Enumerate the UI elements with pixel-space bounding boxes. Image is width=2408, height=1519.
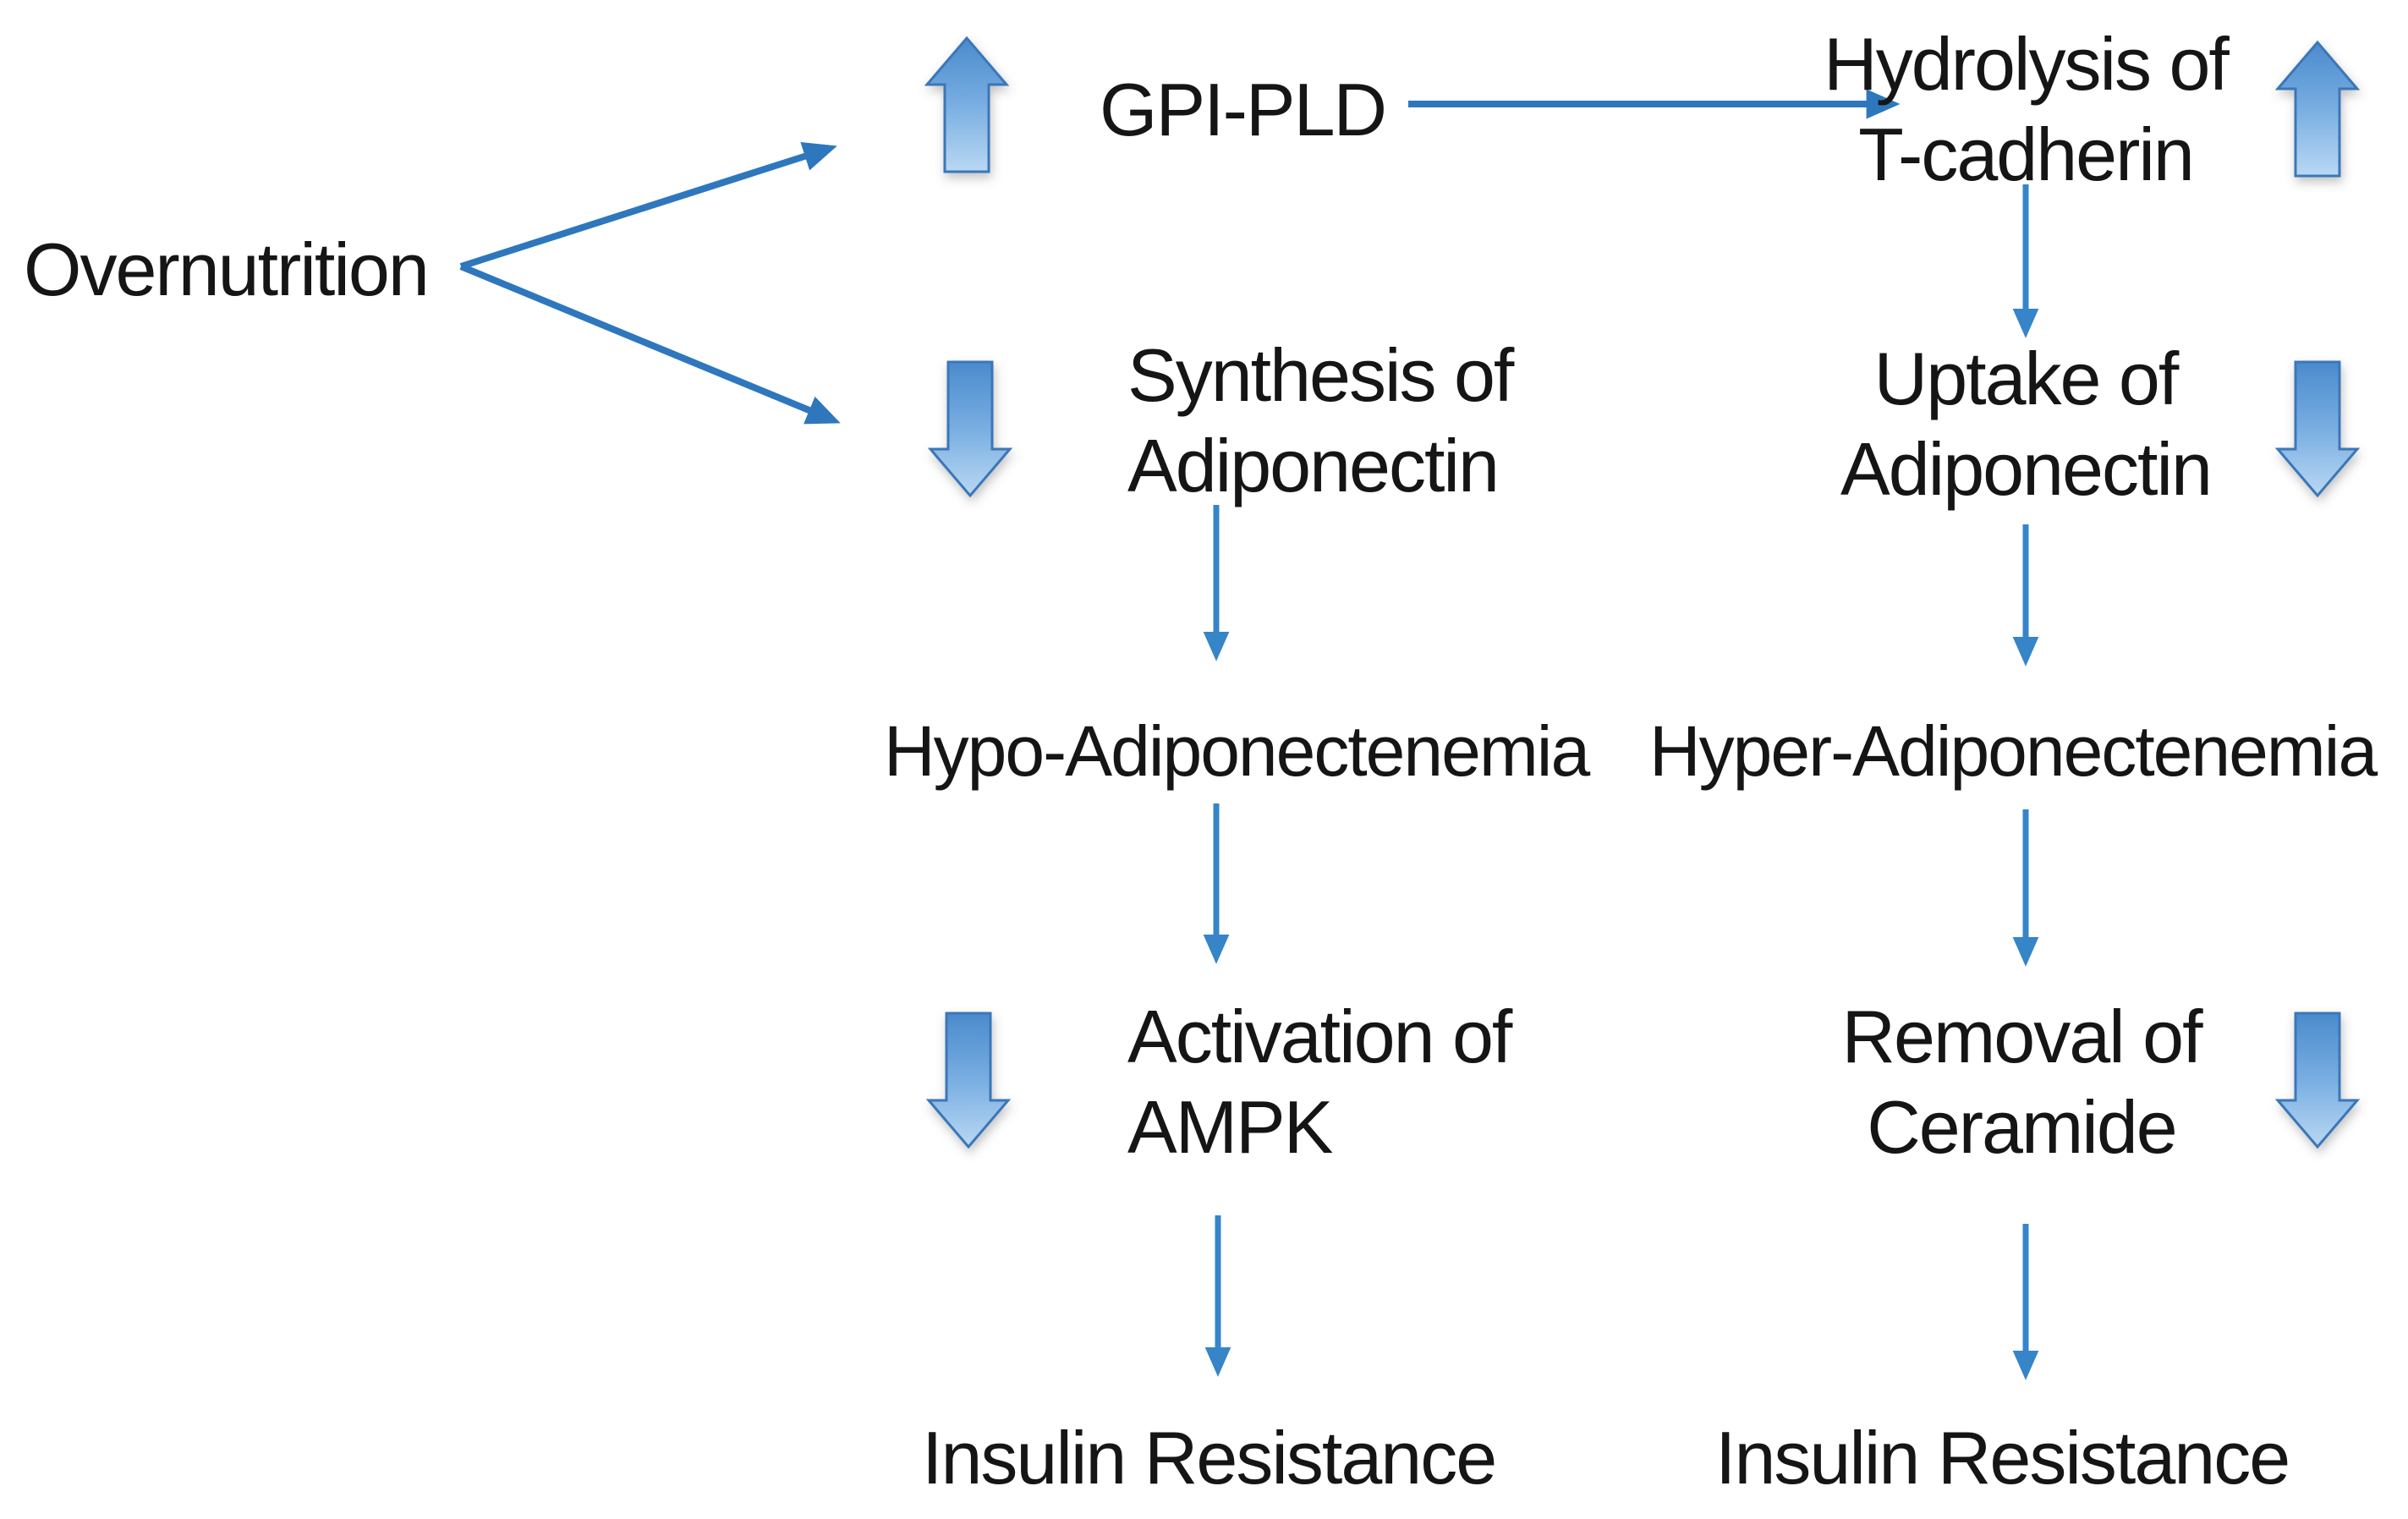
activation-line2: AMPK — [1127, 1085, 1333, 1169]
hydrolysis-line1: Hydrolysis of — [1824, 22, 2230, 106]
activation-line1: Activation of — [1127, 995, 1512, 1078]
uptake-line2: Adiponectin — [1840, 427, 2213, 511]
decrease-arrow-icon — [2274, 1012, 2361, 1149]
increase-arrow-icon — [2274, 40, 2361, 178]
uptake-adiponectin-label: Uptake of Adiponectin — [1835, 333, 2216, 514]
hydrolysis-t-cadherin-label: Hydrolysis of T-cadherin — [1818, 19, 2233, 200]
uptake-line1: Uptake of — [1873, 337, 2180, 420]
hypo-adiponectenemia-label: Hypo-Adiponectenemia — [884, 711, 1590, 791]
synthesis-line1: Synthesis of — [1127, 333, 1514, 417]
decrease-arrow-icon — [925, 1012, 1012, 1149]
removal-line1: Removal of — [1841, 995, 2202, 1078]
decrease-arrow-icon — [927, 360, 1013, 498]
removal-ceramide-label: Removal of Ceramide — [1831, 991, 2212, 1172]
edge-overnutrition-to-synthesis — [459, 263, 841, 425]
insulin-resistance-right-label: Insulin Resistance — [1715, 1416, 2290, 1500]
edge-overnutrition-to-gpi-pld — [459, 141, 837, 270]
hydrolysis-line2: T-cadherin — [1858, 112, 2195, 196]
increase-arrow-icon — [924, 36, 1010, 173]
gpi-pld-label: GPI-PLD — [1100, 68, 1387, 151]
activation-ampk-label: Activation of AMPK — [1127, 991, 1512, 1172]
overnutrition-label: Overnutrition — [24, 228, 430, 311]
synthesis-adiponectin-label: Synthesis of Adiponectin — [1127, 330, 1514, 511]
removal-line2: Ceramide — [1867, 1085, 2177, 1169]
insulin-resistance-left-label: Insulin Resistance — [922, 1416, 1497, 1500]
hyper-adiponectenemia-label: Hyper-Adiponectenemia — [1649, 711, 2378, 791]
decrease-arrow-icon — [2274, 360, 2361, 498]
synthesis-line2: Adiponectin — [1127, 424, 1500, 507]
